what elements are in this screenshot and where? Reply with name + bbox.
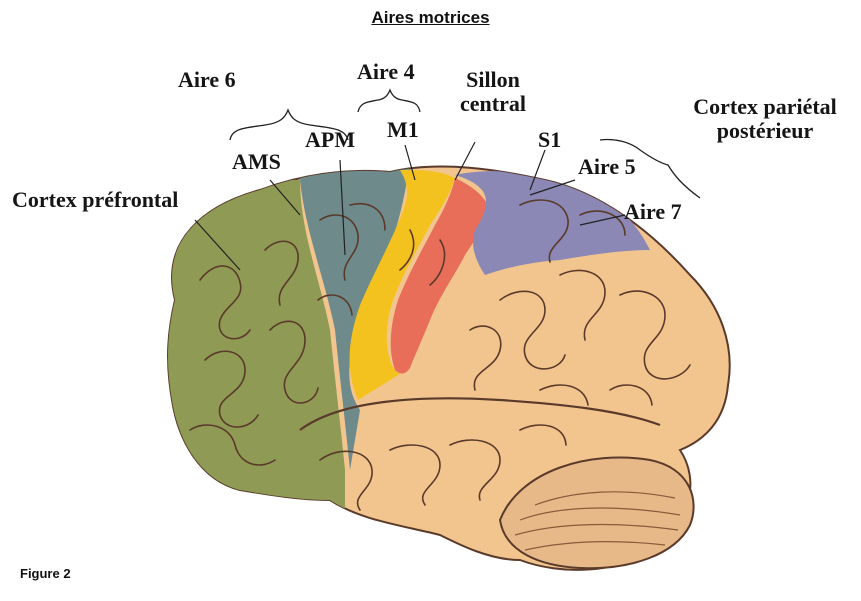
label-apm: APM <box>305 128 355 152</box>
label-cortex-parietal-line2: postérieur <box>675 119 855 143</box>
label-s1: S1 <box>538 128 561 152</box>
label-aire6: Aire 6 <box>178 68 236 92</box>
label-aire4: Aire 4 <box>357 60 415 84</box>
label-cortex-prefrontal: Cortex préfrontal <box>12 188 178 212</box>
figure-caption: Figure 2 <box>20 566 71 581</box>
label-sillon-central-line1: Sillon <box>448 68 538 92</box>
label-cortex-parietal-posterieur: Cortex pariétal postérieur <box>675 95 855 143</box>
label-aire5: Aire 5 <box>578 155 636 179</box>
label-aire7: Aire 7 <box>624 200 682 224</box>
label-m1: M1 <box>387 118 419 142</box>
label-ams: AMS <box>232 150 281 174</box>
label-sillon-central: Sillon central <box>448 68 538 116</box>
label-sillon-central-line2: central <box>448 92 538 116</box>
figure-title: Aires motrices <box>0 8 861 28</box>
label-cortex-parietal-line1: Cortex pariétal <box>675 95 855 119</box>
